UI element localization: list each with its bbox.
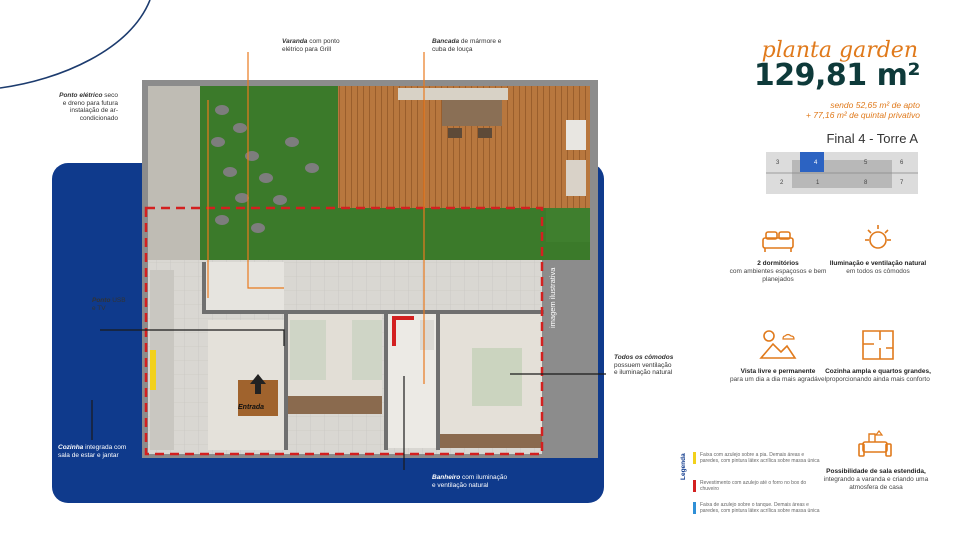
key-plan [766, 152, 918, 194]
callout-bancada-title: Bancada [432, 38, 460, 45]
legend-item-blue-text: Faixa de azulejo sobre o tanque. Demais … [700, 502, 820, 514]
callout-ponto-usb: Ponto USB e TV [92, 297, 130, 312]
legend-swatch-red [693, 480, 696, 492]
plan-area: 129,81 m² [753, 58, 921, 93]
callout-varanda-title: Varanda [282, 38, 308, 45]
callout-todos-title: Todos os cômodos [614, 354, 674, 361]
unit-label: Final 4 - Torre A [826, 131, 918, 146]
floor-plan [142, 80, 598, 458]
callout-banheiro-text: com iluminação e ventilação natural [432, 474, 508, 489]
feature-dormitorios-text: com ambientes espaçosos e bem planejados [729, 268, 827, 283]
key-plan-labels: 3 4 5 6 2 1 8 7 [766, 152, 918, 194]
subtitle-line-1: sendo 52,65 m² de apto [830, 100, 920, 110]
key-plan-unit-8: 8 [864, 180, 868, 186]
feature-dormitorios-title: 2 dormitórios [757, 260, 799, 267]
feature-vista-text: para um dia a dia mais agradável [729, 376, 827, 383]
private-limit-dashed [144, 206, 544, 456]
feature-cozinha-ampla-title: Cozinha ampla e quartos grandes, [825, 368, 931, 375]
feature-vista-title: Vista livre e permanente [740, 368, 816, 375]
imagem-ilustrativa-label: imagem ilustrativa [548, 267, 557, 328]
feature-sala-estendida: Possibilidade de sala estendida, integra… [818, 428, 934, 492]
subtitle-line-2: + 77,16 m² de quintal privativo [805, 110, 920, 120]
feature-iluminacao-text: em todos os cômodos [846, 268, 910, 275]
feature-sala-estendida-text: integrando a varanda e criando uma atmos… [823, 476, 929, 491]
callout-cozinha-text: integrada com sala de estar e jantar [58, 444, 127, 459]
feature-vista: Vista livre e permanente para um dia a d… [722, 328, 834, 384]
decorative-curve [0, 0, 151, 89]
feature-sala-estendida-title: Possibilidade de sala estendida, [826, 468, 926, 475]
key-plan-unit-4: 4 [814, 160, 818, 166]
sun-icon [865, 225, 891, 249]
key-plan-unit-5: 5 [864, 160, 868, 166]
callout-todos-text: possuem ventilação e iluminação natural [614, 361, 673, 377]
key-plan-unit-6: 6 [900, 160, 904, 166]
callout-banheiro-title: Banheiro [432, 474, 461, 481]
feature-iluminacao: Iluminação e ventilação natural em todos… [822, 224, 934, 276]
legend-item-red: Revestimento com azulejo até o forro no … [693, 480, 820, 492]
entrada-label: Entrada [238, 404, 265, 411]
sofa-icon [858, 430, 892, 457]
callout-ponto-eletrico: Ponto elétrico seco e dreno para futura … [56, 92, 118, 122]
key-plan-unit-7: 7 [900, 180, 904, 186]
key-plan-unit-2: 2 [780, 180, 784, 186]
callout-banheiro: Banheiro com iluminação e ventilação nat… [432, 474, 512, 489]
feature-cozinha-ampla-text: proporcionando ainda mais conforto [826, 376, 930, 383]
callout-ponto-eletrico-title: Ponto elétrico [59, 92, 103, 99]
feature-iluminacao-title: Iluminação e ventilação natural [829, 260, 927, 267]
feature-dormitorios: 2 dormitórios com ambientes espaçosos e … [722, 228, 834, 284]
landscape-icon [759, 330, 797, 359]
legend-title: Legenda [680, 453, 687, 480]
legend-swatch-blue [693, 502, 696, 514]
plan-subtitle: sendo 52,65 m² de apto + 77,16 m² de qui… [720, 100, 920, 120]
key-plan-unit-3: 3 [776, 160, 780, 166]
callout-cozinha: Cozinha integrada com sala de estar e ja… [58, 444, 128, 459]
legend-swatch-yellow [693, 452, 696, 464]
callout-ponto-usb-title: Ponto [92, 297, 111, 304]
callout-cozinha-title: Cozinha [58, 444, 84, 451]
callout-bancada: Bancada de mármore e cuba de louça [432, 38, 502, 53]
legend-item-blue: Faixa de azulejo sobre o tanque. Demais … [693, 502, 820, 514]
legend-item-red-text: Revestimento com azulejo até o forro no … [700, 480, 807, 492]
callout-ponto-eletrico-text: seco e dreno para futura instalação de a… [62, 92, 118, 122]
bed-icon [762, 231, 794, 252]
callout-varanda: Varanda com ponto elétrico para Grill [282, 38, 362, 53]
plan-script-title: planta garden [761, 38, 918, 63]
callout-varanda-text: com ponto elétrico para Grill [282, 38, 340, 53]
legend-item-yellow: Faixa com azulejo sobre a pia. Demais ár… [693, 452, 820, 464]
floorplan-icon [862, 330, 894, 360]
callout-ponto-usb-text: USB e TV [92, 297, 126, 312]
legend-item-yellow-text: Faixa com azulejo sobre a pia. Demais ár… [700, 452, 820, 464]
key-plan-unit-1: 1 [816, 180, 820, 186]
callout-todos-comodos: Todos os cômodos possuem ventilação e il… [614, 354, 674, 377]
feature-cozinha-ampla: Cozinha ampla e quartos grandes, proporc… [822, 328, 934, 384]
callout-bancada-text: de mármore e cuba de louça [432, 38, 502, 53]
